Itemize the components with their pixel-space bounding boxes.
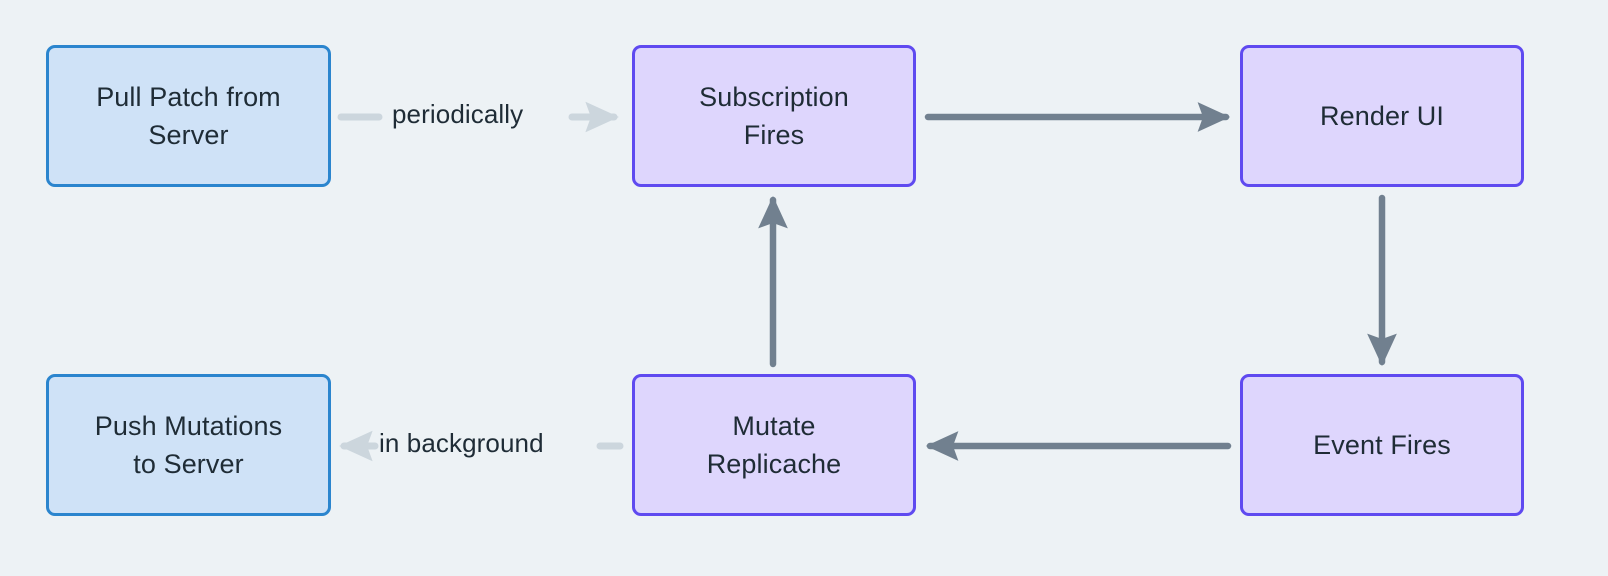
node-event-fires[interactable]: Event Fires (1240, 374, 1524, 516)
edge-label-periodically: periodically (392, 99, 524, 129)
node-subscription-fires[interactable]: Subscription Fires (632, 45, 916, 187)
node-pull-patch-from-server[interactable]: Pull Patch from Server (46, 45, 331, 187)
node-mutate-replicache[interactable]: Mutate Replicache (632, 374, 916, 516)
node-render-ui[interactable]: Render UI (1240, 45, 1524, 187)
edge-label-in-background: in background (379, 428, 544, 458)
node-push-mutations-to-server[interactable]: Push Mutations to Server (46, 374, 331, 516)
